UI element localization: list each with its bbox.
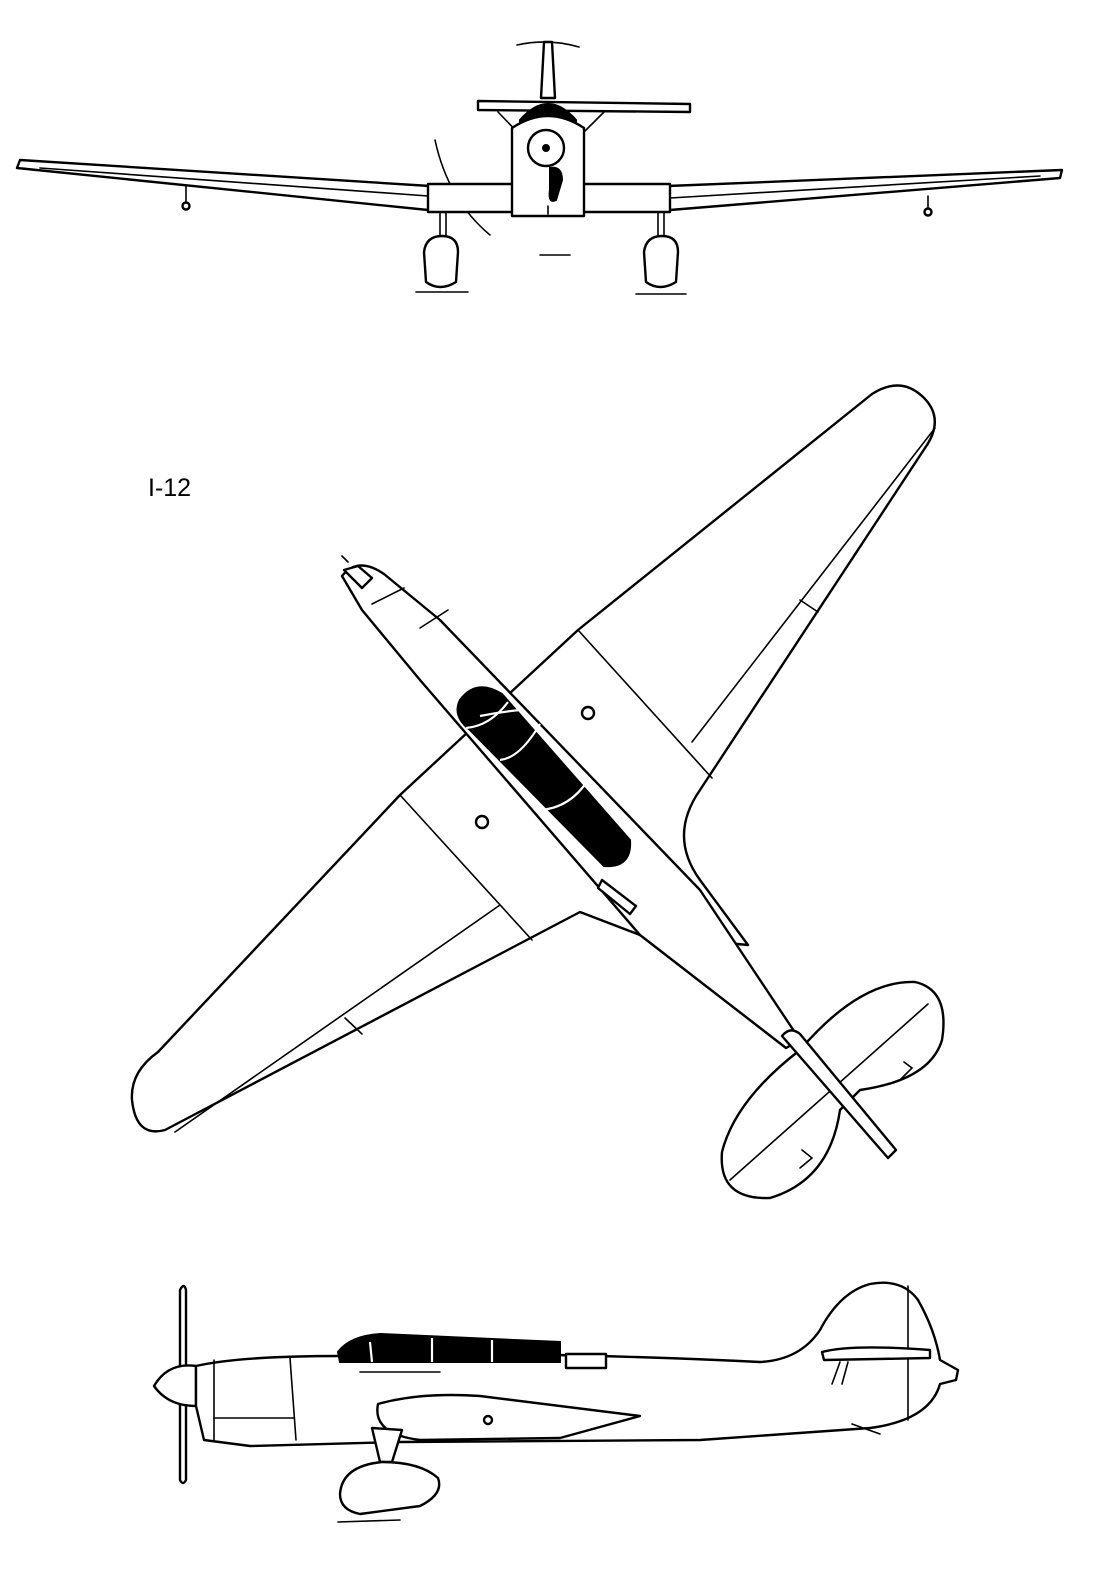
side-view bbox=[152, 1281, 960, 1523]
side-wheel bbox=[338, 1460, 441, 1516]
front-right-wheel bbox=[642, 234, 680, 289]
top-wing-marker-right bbox=[580, 705, 596, 721]
top-view bbox=[130, 384, 945, 1200]
front-tailplane bbox=[476, 99, 692, 114]
side-wing-root bbox=[376, 1393, 642, 1442]
side-canopy bbox=[336, 1332, 561, 1363]
top-canopy bbox=[456, 686, 632, 868]
front-view bbox=[15, 40, 1064, 295]
front-fin bbox=[539, 40, 557, 100]
side-spinner bbox=[152, 1364, 198, 1408]
front-air-intake bbox=[548, 166, 564, 202]
aircraft-designation: I-12 bbox=[148, 474, 192, 502]
top-hatch bbox=[596, 878, 638, 916]
front-left-wheel bbox=[422, 234, 460, 289]
front-right-wing bbox=[666, 168, 1064, 212]
side-hatch bbox=[564, 1352, 608, 1370]
side-tailplane bbox=[820, 1346, 932, 1362]
front-left-wing bbox=[15, 158, 432, 212]
top-fin bbox=[780, 1029, 898, 1160]
top-spinner bbox=[342, 564, 374, 590]
side-gear-strut bbox=[370, 1426, 404, 1464]
top-wing-marker-left bbox=[474, 814, 490, 830]
